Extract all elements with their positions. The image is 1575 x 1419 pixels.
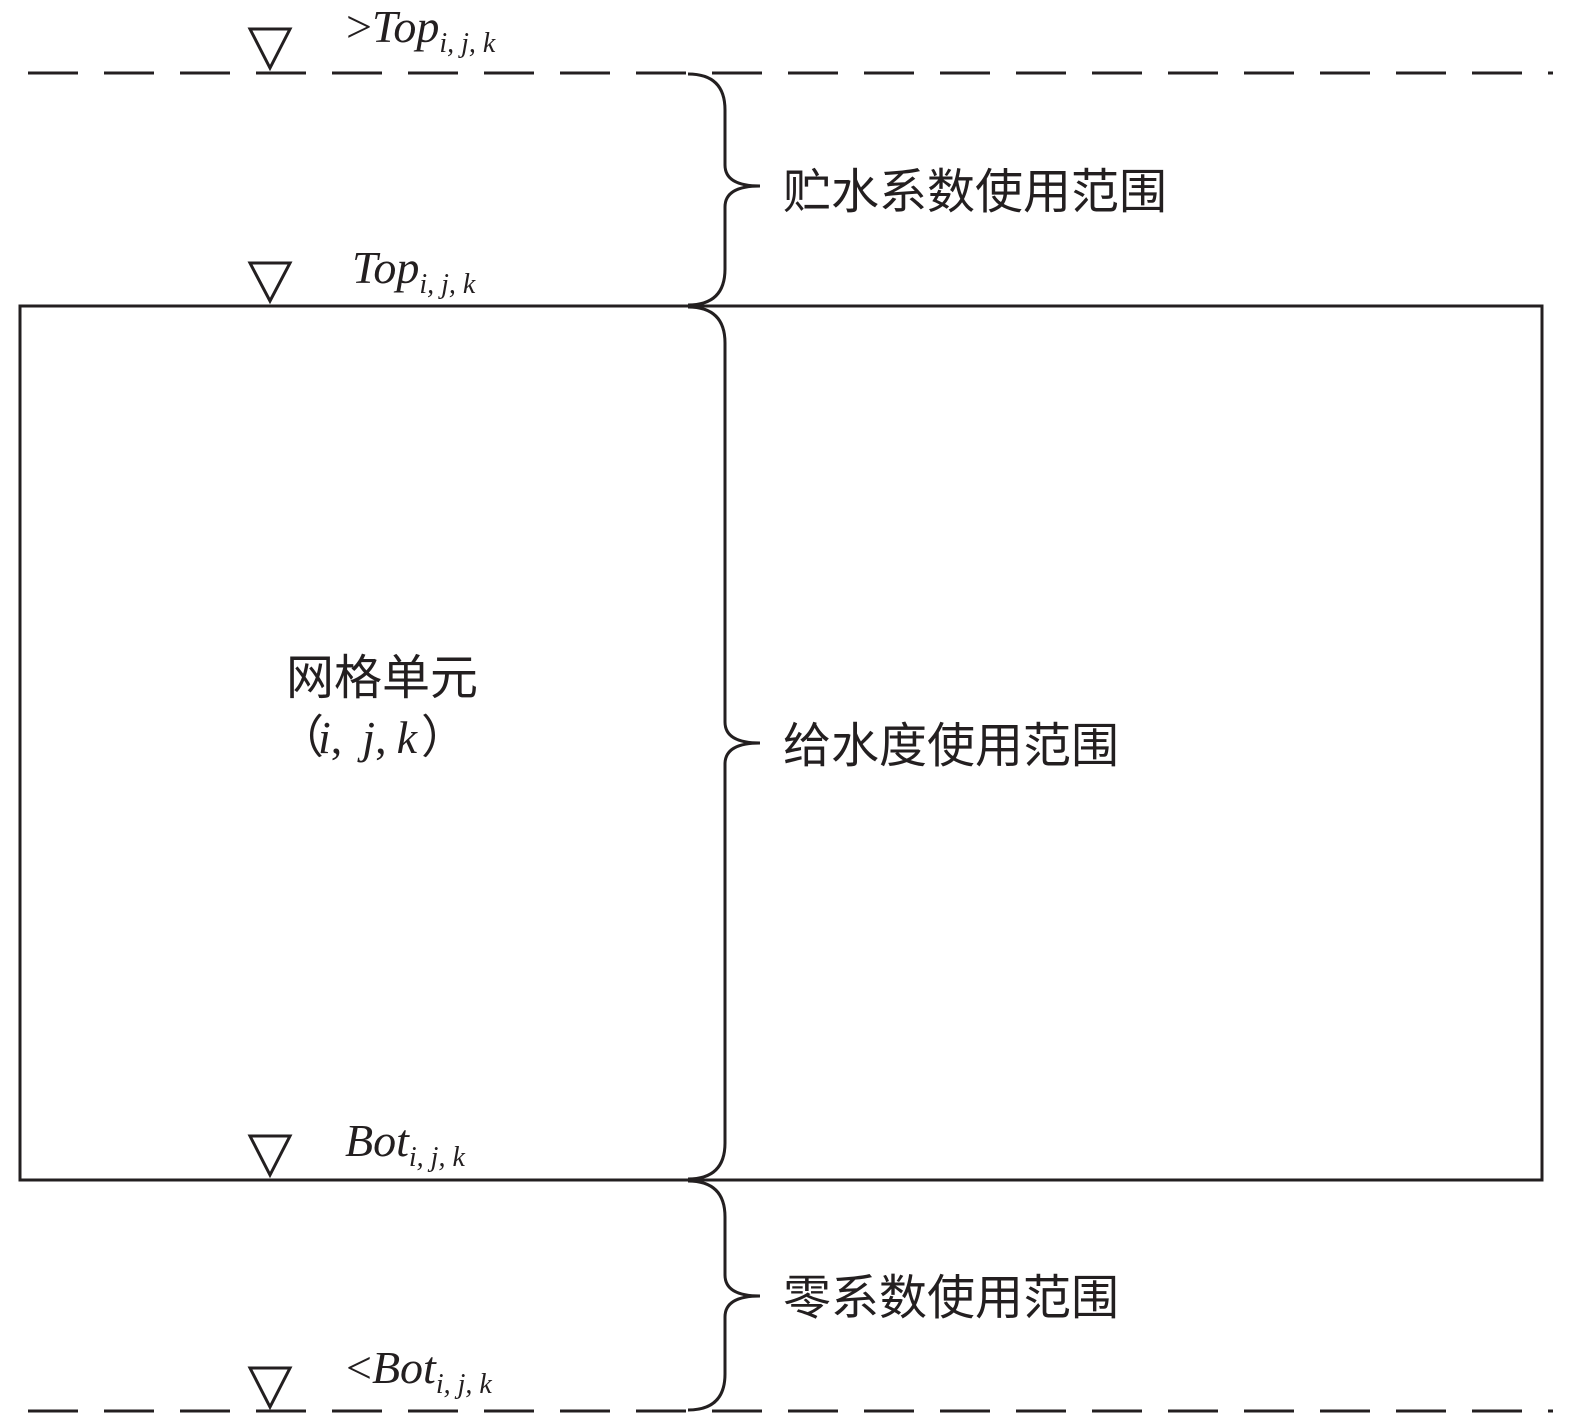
storage-coefficient-brace [687, 72, 761, 307]
grid-cell-index: （i,j,k） [278, 710, 467, 764]
grid-cell-label: 网格单元 [286, 650, 478, 706]
below-bot-level-label: <Boti, j, k [346, 1342, 492, 1400]
zero-coefficient-range-label: 零系数使用范围 [783, 1270, 1119, 1326]
water-level-triangle-icon [247, 27, 293, 72]
specific-yield-brace [687, 305, 761, 1181]
water-level-triangle-icon [247, 1366, 293, 1411]
water-level-triangle-icon [247, 261, 293, 305]
grid-cell-box [18, 304, 1544, 1182]
water-level-triangle-icon [247, 1134, 293, 1179]
above-top-level-label: >Topi, j, k [346, 1, 496, 59]
specific-yield-range-label: 给水度使用范围 [783, 718, 1119, 774]
top-level-label: Topi, j, k [352, 242, 476, 300]
storage-coefficient-range-label: 贮水系数使用范围 [783, 164, 1167, 220]
bot-level-label: Boti, j, k [345, 1115, 465, 1173]
zero-coefficient-brace [687, 1179, 761, 1412]
